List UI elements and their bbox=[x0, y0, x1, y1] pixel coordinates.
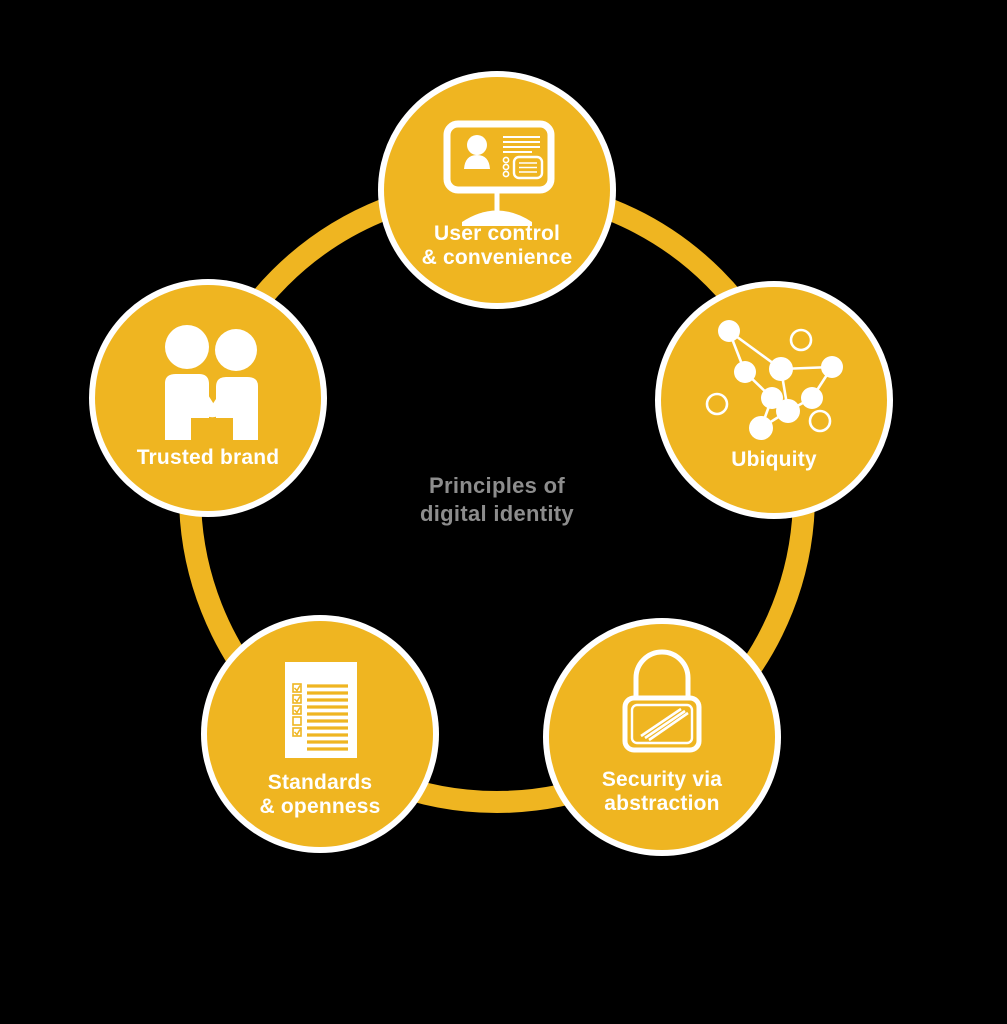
id-text-lines bbox=[503, 136, 540, 153]
handshake-people-icon bbox=[165, 325, 258, 440]
padlock-body-inner bbox=[630, 703, 694, 745]
node-label-line1: Trusted brand bbox=[137, 446, 280, 469]
node-label-line1: Standards bbox=[268, 771, 373, 794]
node-trusted-brand[interactable]: Trusted brand bbox=[89, 279, 327, 517]
document-checkboxes bbox=[292, 683, 302, 737]
id-panel bbox=[512, 155, 544, 180]
node-ubiquity[interactable]: Ubiquity bbox=[655, 281, 893, 519]
node-label-line2: abstraction bbox=[604, 792, 719, 815]
center-title-line1: Principles of bbox=[429, 473, 565, 498]
monitor-base-solid bbox=[462, 210, 532, 226]
avatar-body-icon bbox=[464, 155, 490, 169]
padlock-shine-lines bbox=[640, 707, 689, 742]
handshake-clasp bbox=[192, 395, 232, 418]
network-hollow-nodes bbox=[705, 328, 832, 433]
node-standards-openness[interactable]: Standards & openness bbox=[201, 615, 439, 853]
handshake-arm-left bbox=[196, 382, 215, 412]
node-user-control[interactable]: User control & convenience bbox=[378, 71, 616, 309]
person-right-head bbox=[215, 329, 257, 371]
center-title: Principles of digital identity bbox=[420, 473, 574, 526]
padlock-shackle bbox=[633, 649, 691, 700]
padlock-icon bbox=[622, 649, 702, 753]
node-label-line1: Security via bbox=[602, 768, 722, 791]
document-text-lines bbox=[307, 684, 348, 751]
network-nodes-icon bbox=[705, 320, 843, 440]
node-security-via-abstraction[interactable]: Security via abstraction bbox=[543, 618, 781, 856]
monitor-id-card-icon bbox=[443, 120, 555, 226]
checklist-document-icon bbox=[285, 662, 357, 758]
document-check-marks bbox=[293, 685, 301, 736]
node-label-line1: Ubiquity bbox=[731, 448, 817, 471]
center-title-line2: digital identity bbox=[420, 501, 574, 526]
network-filled-nodes bbox=[718, 320, 843, 440]
node-label-line2: & openness bbox=[259, 795, 380, 818]
padlock-body bbox=[622, 695, 702, 753]
node-label-line2: & convenience bbox=[422, 246, 573, 269]
avatar-head-icon bbox=[467, 135, 487, 155]
node-circle bbox=[549, 624, 775, 850]
person-left-head bbox=[165, 325, 209, 369]
handshake-arm-right bbox=[210, 384, 230, 414]
id-dots bbox=[502, 156, 510, 178]
node-label-line1: User control bbox=[434, 222, 560, 245]
id-panel-lines bbox=[519, 162, 537, 173]
